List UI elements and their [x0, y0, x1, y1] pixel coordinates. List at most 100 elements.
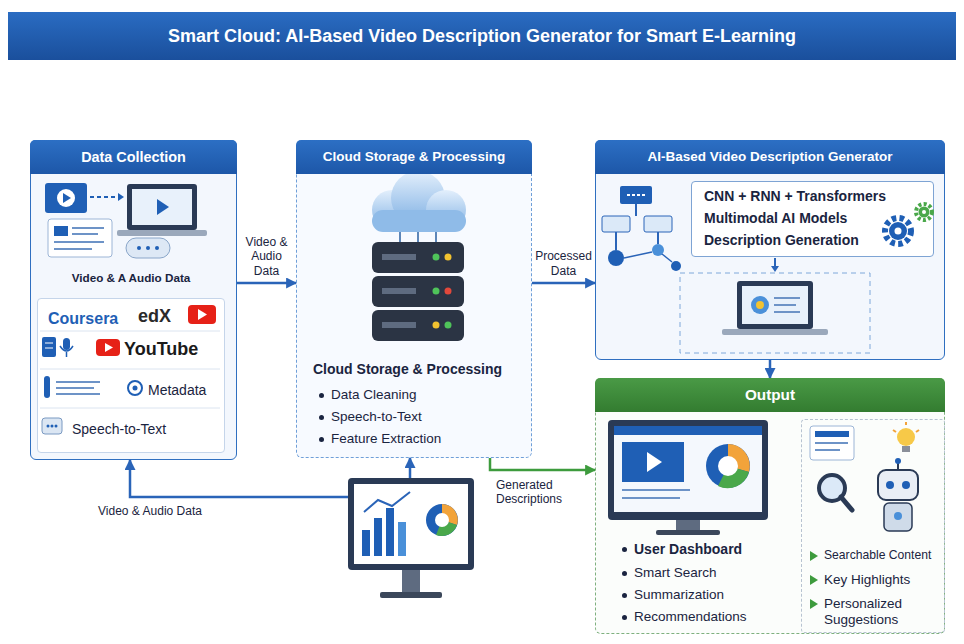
- video-icons: [126, 238, 170, 258]
- gear-icons: [885, 204, 932, 244]
- cloud-server: [382, 288, 416, 294]
- panel-header: Data Collection: [30, 140, 237, 174]
- video-icons: [155, 246, 159, 250]
- model-flowchart: [602, 186, 681, 271]
- output-icons: [810, 422, 919, 531]
- list-item: Summarization: [634, 587, 724, 603]
- source-logos: [40, 408, 220, 409]
- bullet-dot: [319, 415, 324, 420]
- output-icons: [895, 458, 901, 464]
- source-logos: [47, 425, 50, 428]
- model-flowchart: [624, 252, 652, 258]
- output-monitor: [676, 520, 700, 530]
- cloud-server: [372, 276, 464, 307]
- video-icons: [137, 246, 141, 250]
- output-icons: [815, 431, 849, 437]
- dashboard-monitor: [348, 478, 474, 570]
- source-logos: [198, 309, 207, 320]
- gear-icons: [889, 222, 907, 240]
- model-flowchart: [662, 254, 672, 262]
- output-monitor: [656, 530, 720, 535]
- bullet-dot: [319, 437, 324, 442]
- cloud-server: [433, 322, 440, 329]
- output-icons: [902, 446, 910, 452]
- model-flowchart: [671, 261, 681, 271]
- dashboard-monitor: [354, 484, 468, 564]
- source-logos: [40, 331, 220, 332]
- list-item: Personalized Suggestions: [824, 596, 939, 628]
- box-text: Video & A Audio Data: [31, 271, 231, 285]
- output-monitor: [622, 442, 684, 482]
- list-item: Recommendations: [634, 609, 747, 625]
- bullet-dot: [622, 571, 627, 576]
- output-icons: [815, 442, 848, 444]
- gear-icons: [916, 204, 932, 220]
- gear-icons: [922, 210, 926, 214]
- model-flowchart: [602, 216, 630, 232]
- connector-arrow: [769, 360, 772, 378]
- bullet-triangle: [810, 551, 818, 561]
- box-text: edX: [138, 306, 171, 328]
- output-icons: [905, 422, 907, 425]
- model-box: CNN + RNN + TransformersMultimodal AI Mo…: [691, 181, 934, 257]
- bullet-triangle: [810, 599, 818, 609]
- connector-label: Video & Audio Data: [96, 504, 204, 518]
- output-monitor: [622, 497, 680, 499]
- cloud-server: [382, 322, 416, 328]
- video-icons: [90, 196, 118, 198]
- dashboard-monitor: [426, 504, 458, 536]
- list-item: User Dashboard: [634, 541, 742, 558]
- list-item: Key Highlights: [824, 572, 939, 588]
- dashboard-monitor: [380, 592, 442, 598]
- panel-header: Output: [595, 378, 945, 412]
- bullet-dot: [622, 547, 627, 552]
- list-item: Searchable Content: [824, 548, 939, 563]
- box-text: Cloud Storage & Processing: [313, 361, 502, 378]
- connector-arrow: [490, 458, 595, 470]
- source-logos: [51, 425, 54, 428]
- source-logos: [56, 393, 100, 395]
- dashboard-monitor: [348, 478, 474, 598]
- source-logos: [40, 305, 220, 434]
- dashboard-monitor: [364, 492, 410, 512]
- connector-arrow: [532, 282, 595, 285]
- output-icons: [902, 481, 910, 489]
- output-icons: [897, 428, 915, 446]
- output-icons: [878, 470, 918, 500]
- output-icons: [841, 497, 852, 510]
- model-flowchart: [620, 186, 652, 204]
- laptop-icon: [742, 286, 808, 324]
- box-text: YouTube: [124, 339, 198, 361]
- video-icons: [57, 189, 75, 207]
- source-logos: [44, 376, 50, 398]
- list-item: Data Cleaning: [331, 387, 417, 403]
- laptop-icon: [722, 329, 828, 335]
- video-icons: [54, 226, 68, 236]
- output-icons: [815, 449, 840, 451]
- list-item: Smart Search: [634, 565, 717, 581]
- dashboard-monitor: [362, 530, 370, 556]
- model-flowchart: [644, 216, 672, 232]
- laptop-icon: [737, 281, 813, 329]
- video-icons: [54, 248, 92, 250]
- source-logos: [42, 337, 56, 357]
- laptop-icon: [751, 296, 769, 314]
- box-text: Metadata: [148, 382, 206, 399]
- source-logos: [188, 305, 216, 324]
- title-banner: Smart Cloud: AI-Based Video Description …: [8, 12, 956, 60]
- source-logos: [56, 381, 100, 383]
- bullet-dot: [319, 393, 324, 398]
- laptop-icon: [774, 311, 800, 313]
- dashboard-monitor: [435, 513, 449, 527]
- connector-arrow: [237, 282, 296, 285]
- panel-header: Cloud Storage & Processing: [296, 140, 532, 174]
- gear-icons: [895, 228, 902, 235]
- video-icons: [118, 193, 124, 201]
- source-logos: [96, 339, 120, 356]
- output-monitor: [718, 456, 738, 476]
- video-icons: [117, 230, 207, 236]
- source-logos: [105, 343, 113, 352]
- output-monitor: [647, 452, 662, 472]
- box-text: Speech-to-Text: [72, 421, 166, 438]
